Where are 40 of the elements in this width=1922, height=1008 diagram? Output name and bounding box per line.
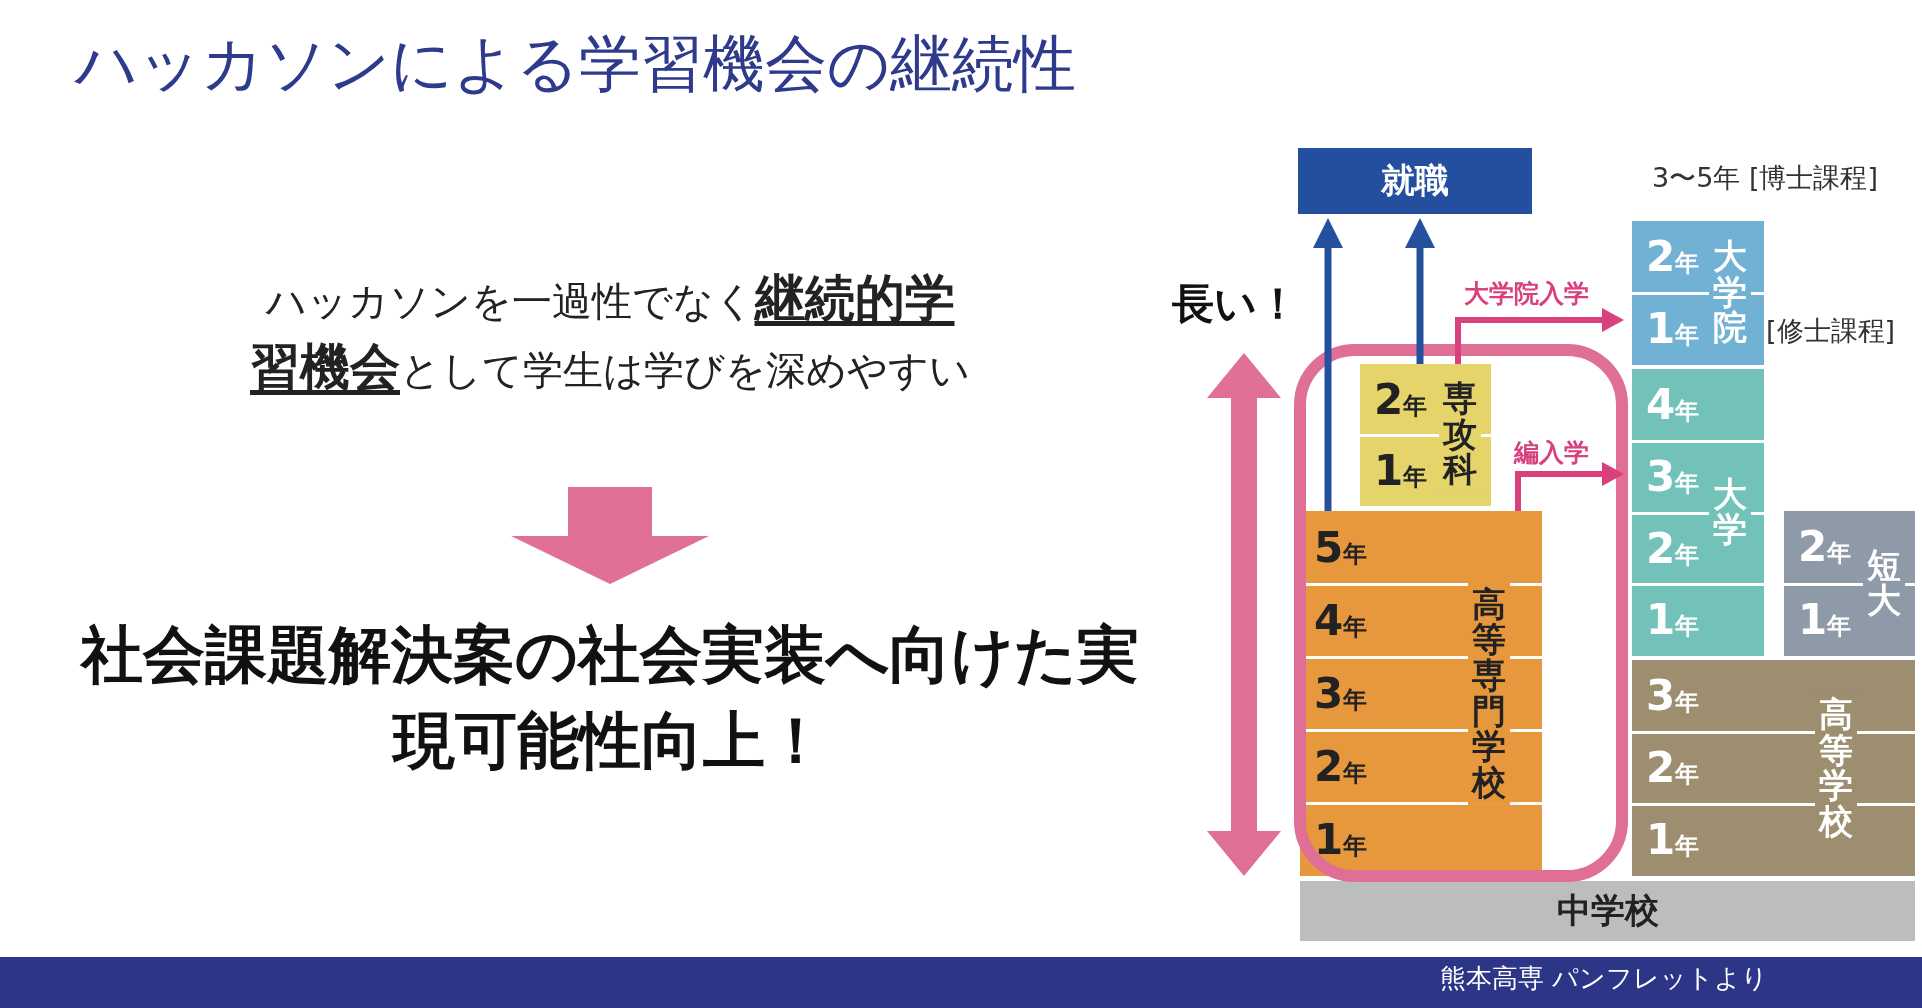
- career-box: 就職: [1298, 148, 1532, 214]
- year-cell: 2年: [1632, 223, 1708, 291]
- year-cell: 2年: [1632, 734, 1814, 802]
- year-cell: 3年: [1300, 659, 1467, 728]
- program-column: [1784, 511, 1915, 656]
- year-cell: 1年: [1632, 586, 1708, 654]
- year-cell: 3年: [1632, 662, 1814, 730]
- program-column: [1632, 660, 1915, 876]
- block-arrow: [511, 487, 709, 584]
- year-cell: 4年: [1632, 371, 1708, 439]
- year-cell: 4年: [1300, 586, 1467, 655]
- year-cell: 2年: [1784, 513, 1862, 582]
- year-cell: 1年: [1632, 806, 1814, 874]
- year-cell: 2年: [1360, 366, 1438, 433]
- year-cell: 1年: [1300, 805, 1467, 874]
- elbow-arrow: [1455, 308, 1624, 364]
- conclusion-text: 社会課題解決案の社会実装へ向けた実現可能性向上！: [70, 584, 1150, 792]
- edge-label: 編入学: [1512, 436, 1591, 469]
- year-cell: 1年: [1360, 437, 1438, 504]
- slide-title: ハッカソンによる学習機会の継続性: [75, 26, 1076, 102]
- arrow: [1405, 218, 1435, 364]
- year-cell: 5年: [1300, 513, 1467, 582]
- arrow: [1313, 218, 1343, 511]
- program-column: [1360, 364, 1491, 506]
- elbow-arrow: [1515, 462, 1624, 511]
- year-cell: 2年: [1632, 514, 1708, 583]
- year-cell: 3年: [1632, 442, 1708, 511]
- source-note: 熊本高専 パンフレットより: [1440, 962, 1769, 995]
- statement-text: ハッカソンを一過性でなく継続的学習機会として学生は学びを深めやすい: [120, 265, 1100, 487]
- year-cell: 1年: [1632, 295, 1708, 363]
- edge-label: 大学院入学: [1462, 277, 1591, 310]
- program-column: [1632, 221, 1764, 365]
- column-label: 高等専門学校: [1468, 582, 1510, 805]
- school-box: 中学校: [1300, 881, 1915, 941]
- course-note: [修士課程]: [1766, 314, 1896, 348]
- year-cell: 2年: [1300, 732, 1467, 801]
- program-column: [1632, 369, 1764, 656]
- course-note: 3〜5年 [博士課程]: [1652, 161, 1878, 195]
- year-cell: 1年: [1784, 585, 1862, 654]
- callout-text: 長い！: [1172, 278, 1299, 330]
